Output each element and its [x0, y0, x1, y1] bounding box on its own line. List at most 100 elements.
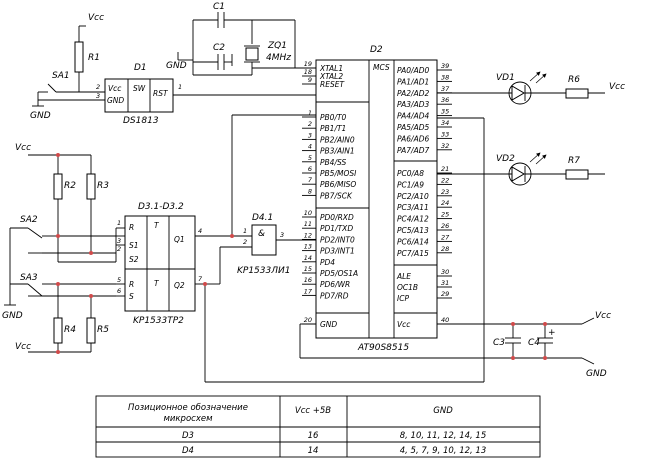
d3-t2-label: T: [154, 279, 160, 288]
chip-d2: [315, 59, 438, 339]
sa1-label: SA1: [52, 71, 70, 81]
d2-pc-pin-name-24: PC3/A11: [397, 203, 429, 212]
d3-q2-label: Q2: [174, 281, 185, 290]
d2-pd-pin-name-17: PD7/RD: [320, 291, 349, 300]
d3-pin-2: 2: [117, 245, 121, 253]
d2-pb-pin-name-5: PB4/SS: [320, 158, 346, 167]
vcc-label-r1: Vcc: [88, 13, 104, 23]
vcc-label-r4: Vcc: [15, 342, 31, 352]
r4-label: R4: [64, 325, 76, 335]
d2-pa-pin-num-35: 35: [441, 108, 449, 116]
d3-q1-label: Q1: [174, 235, 185, 244]
d2-pa-pin-name-36: PA3/AD3: [397, 100, 429, 109]
d2-pc-pin-num-25: 25: [441, 211, 449, 219]
junction-q1-gate: [230, 234, 234, 238]
r7-label: R7: [568, 156, 580, 166]
junction-sa2-r3: [89, 251, 93, 255]
d2-pa-pin-num-38: 38: [441, 73, 449, 81]
zq1-label: ZQ1: [267, 41, 287, 51]
d2-pa-pin-num-37: 37: [441, 85, 450, 93]
d2-misc-pin-name-31: OC1B: [397, 283, 418, 292]
d2-pc-pin-name-28: PC7/A15: [397, 249, 429, 258]
d3-r-label: R: [129, 223, 134, 232]
d2-pc-pin-name-25: PC4/A12: [397, 215, 429, 224]
d2-pb-pin-num-1: 1: [308, 109, 312, 117]
d3-pin-5: 5: [117, 276, 121, 284]
junction-sa3-r4: [56, 282, 60, 286]
vcc-label-r6: Vcc: [609, 82, 625, 92]
junction-c4-top: [543, 322, 547, 326]
d2-gnd-pin-name-20: GND: [320, 320, 337, 329]
d2-pb-pin-name-8: PB7/SCK: [320, 191, 353, 200]
d2-left-top-pin-num-19: 19: [304, 60, 312, 68]
d4-and-label: &: [258, 229, 265, 239]
d2-pc-pin-num-27: 27: [441, 233, 450, 241]
d2-pd-pin-name-16: PD6/WR: [320, 280, 350, 289]
d2-gnd-pin-num-20: 20: [304, 316, 312, 324]
r5-label: R5: [97, 325, 109, 335]
sa3-label: SA3: [20, 273, 38, 283]
c2-label: C2: [213, 43, 225, 53]
d2-part-label: AT90S8515: [357, 343, 409, 353]
d2-left-top-pin-name-19: XTAL1: [319, 64, 343, 73]
d2-pb-pin-name-3: PB2/AIN0: [320, 135, 355, 144]
d2-pa-pin-name-38: PA1/AD1: [397, 77, 429, 86]
chip-d4: [205, 114, 316, 285]
d2-pb-pin-name-4: PB3/AIN1: [320, 147, 355, 156]
d2-pd-pin-name-13: PD3/INT1: [320, 247, 355, 256]
d2-pb-pin-num-6: 6: [308, 165, 312, 173]
d2-left-top-pin-num-9: 9: [308, 76, 312, 84]
vd1-label: VD1: [496, 73, 515, 83]
c4-label: C4: [528, 338, 540, 348]
d2-left-top-pin-name-18: XTAL2: [319, 72, 343, 81]
d2-misc-pin-num-31: 31: [441, 279, 449, 287]
d2-pa-pin-name-32: PA7/AD7: [397, 146, 429, 155]
d2-pb-pin-num-8: 8: [308, 187, 312, 195]
d2-pb-pin-name-6: PB5/MOSI: [320, 169, 357, 178]
d3-pin-7: 7: [198, 275, 203, 283]
c4-plus-label: +: [548, 328, 556, 338]
d2-pb-pin-name-2: PB1/T1: [320, 124, 346, 133]
chip-d1: [104, 78, 174, 113]
d2-pd-pin-name-11: PD1/TXD: [320, 224, 353, 233]
d2-pb-pin-name-1: PB0/T0: [320, 113, 347, 122]
d2-pa-pin-name-35: PA4/AD4: [397, 112, 429, 121]
d2-pc-pin-name-26: PC5/A13: [397, 226, 429, 235]
d2-left-top-pin-name-9: RESET: [320, 80, 345, 89]
c1-label: C1: [213, 2, 225, 12]
chip-d3: [115, 215, 232, 312]
power-table: [95, 395, 541, 458]
c3-label: C3: [493, 338, 505, 348]
d2-misc-pin-name-30: ALE: [396, 272, 411, 281]
table-header-vcc: Vcc +5В: [295, 406, 331, 416]
d4-pin-3: 3: [280, 231, 284, 239]
d1-label: D1: [134, 63, 147, 73]
table-cell-d3-vcc: 16: [308, 431, 319, 441]
supply-caps: [299, 317, 595, 365]
d2-pb-pin-num-3: 3: [308, 131, 312, 139]
d2-pb-pin-num-5: 5: [308, 154, 312, 162]
junction-c3-top: [511, 322, 515, 326]
table-cell-d4-vcc: 14: [308, 446, 319, 456]
d2-pd-pin-num-17: 17: [304, 287, 313, 295]
d2-pd-pin-name-15: PD5/OS1A: [320, 269, 358, 278]
r2-label: R2: [64, 181, 76, 191]
gnd-label-crystal: GND: [166, 61, 187, 71]
junction-sa2-r2: [56, 234, 60, 238]
d1-vcc-label: Vcc: [108, 84, 122, 93]
d2-pb-pin-num-4: 4: [308, 143, 312, 151]
r1-label: R1: [88, 53, 100, 63]
d1-rst-label: RST: [153, 89, 169, 98]
d2-pd-pin-num-13: 13: [304, 243, 312, 251]
d2-pa-pin-num-32: 32: [441, 142, 449, 150]
d3-r2-label: R: [129, 280, 134, 289]
led-vd1-branch: [437, 71, 605, 105]
resistor-r1: [74, 41, 84, 73]
r1-branch: [32, 25, 105, 107]
d2-pd-pin-num-16: 16: [304, 276, 312, 284]
d3-s1-label: S1: [129, 241, 139, 250]
table-header-gnd: GND: [433, 406, 453, 416]
vd2-label: VD2: [496, 154, 515, 164]
